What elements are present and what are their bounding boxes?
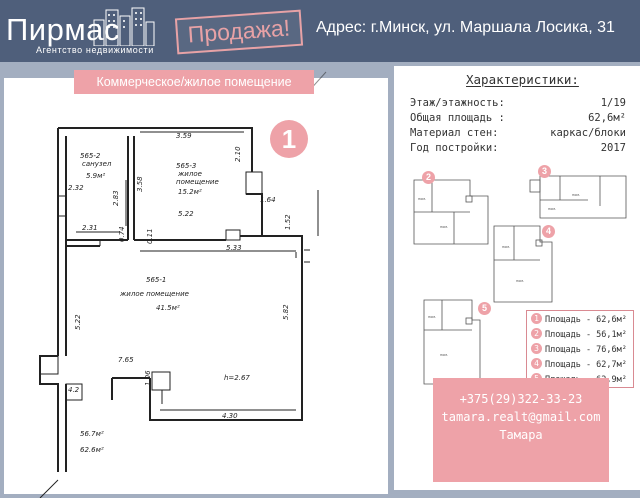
area-text: Площадь - 62,7м² xyxy=(545,360,627,370)
area-number-badge: 2 xyxy=(531,328,542,339)
contact-phone[interactable]: +375(29)322-33-23 xyxy=(459,392,583,406)
room-2-area: 5.9м² xyxy=(86,172,105,180)
area-text: Площадь - 76,6м² xyxy=(545,345,627,355)
char-row-material: Материал стен: каркас/блоки xyxy=(410,127,626,139)
thumb-badge-3: 3 xyxy=(538,165,551,178)
svg-text:пом.: пом. xyxy=(428,315,436,319)
room-3-type2: помещение xyxy=(176,178,219,186)
plan-card xyxy=(4,78,388,494)
thumb-badge-2: 2 xyxy=(422,171,435,184)
dim-label: 2.10 xyxy=(234,146,242,162)
total-area-2: 62.6м² xyxy=(80,446,104,454)
dim-label: 2.83 xyxy=(112,190,120,206)
dim-label: 4.2 xyxy=(68,386,80,394)
svg-text:пом.: пом. xyxy=(418,197,426,201)
contact-box: +375(29)322-33-23 tamara.realt@gmail.com… xyxy=(433,378,609,482)
header-bar: Пирмас Агентство недвижимости Продажа! А… xyxy=(0,0,640,62)
contact-name: Тамара xyxy=(499,428,543,442)
dim-label: 5.22 xyxy=(178,210,194,218)
area-number-badge: 1 xyxy=(531,313,542,324)
svg-text:пом.: пом. xyxy=(572,193,580,197)
logo-name: Пирмас xyxy=(6,12,120,47)
svg-text:пом.: пом. xyxy=(548,207,556,211)
char-value: каркас/блоки xyxy=(550,127,626,139)
char-label: Год постройки: xyxy=(410,142,499,154)
char-label: Этаж/этажность: xyxy=(410,97,505,109)
dim-label: 1.64 xyxy=(260,196,276,204)
contact-email[interactable]: tamara.realt@gmail.com xyxy=(441,410,601,424)
dim-label: 7.65 xyxy=(118,356,134,364)
dim-label: 4.30 xyxy=(222,412,238,420)
svg-text:пом.: пом. xyxy=(516,279,524,283)
area-number-badge: 3 xyxy=(531,343,542,354)
char-value: 2017 xyxy=(600,142,626,154)
room-2-id: 565-2 xyxy=(80,152,101,160)
char-label: Общая площадь : xyxy=(410,112,505,124)
logo-subtitle: Агентство недвижимости xyxy=(36,45,154,55)
svg-text:пом.: пом. xyxy=(440,225,448,229)
char-row-year: Год постройки: 2017 xyxy=(410,142,626,154)
room-1-id: 565-1 xyxy=(146,276,166,284)
char-value: 62,6м² xyxy=(588,112,626,124)
address-text: Адрес: г.Минск, ул. Маршала Лосика, 31 xyxy=(316,19,615,36)
char-label: Материал стен: xyxy=(410,127,499,139)
dim-label: 5.82 xyxy=(282,304,290,320)
dim-label: 5.33 xyxy=(226,244,242,252)
ceiling-height: h=2.67 xyxy=(224,374,250,382)
svg-text:пом.: пом. xyxy=(502,245,510,249)
plan-title: Коммерческое/жилое помещение xyxy=(74,70,314,94)
floor-plan-drawing: 3.59 565-2 санузел 5.9м² 565-3 жилое пом… xyxy=(39,71,327,498)
dim-label: 1.06 xyxy=(144,370,152,386)
room-3-id: 565-3 xyxy=(176,162,196,170)
characteristics-title: Характеристики: xyxy=(466,72,579,87)
thumb-badge-5: 5 xyxy=(478,302,491,315)
total-area-1: 56.7м² xyxy=(80,430,104,438)
dim-label: 0.11 xyxy=(146,228,154,244)
area-text: Площадь - 62,6м² xyxy=(545,315,627,325)
city-skyline-icon xyxy=(93,7,155,46)
char-row-floor: Этаж/этажность: 1/19 xyxy=(410,97,626,109)
thumb-badge-4: 4 xyxy=(542,225,555,238)
dim-label: 2.31 xyxy=(82,224,98,232)
room-3-type1: жилое xyxy=(177,170,202,178)
dim-label: 3.59 xyxy=(176,132,192,140)
area-number-badge: 4 xyxy=(531,358,542,369)
char-value: 1/19 xyxy=(600,97,626,109)
plan-number-badge: 1 xyxy=(270,120,308,158)
room-3-area: 15.2м² xyxy=(178,188,202,196)
dim-label: 2.32 xyxy=(68,184,84,192)
svg-text:пом.: пом. xyxy=(440,353,448,357)
room-2-type: санузел xyxy=(82,160,112,168)
dim-label: 1.52 xyxy=(284,214,292,230)
dim-label: 0.74 xyxy=(118,226,126,242)
room-1-area: 41.5м² xyxy=(156,304,180,312)
room-1-type: жилое помещение xyxy=(119,290,189,298)
dim-label: 5.22 xyxy=(74,314,82,330)
area-text: Площадь - 56,1м² xyxy=(545,330,627,340)
char-row-area: Общая площадь : 62,6м² xyxy=(410,112,626,124)
dim-label: 3.58 xyxy=(136,176,144,192)
